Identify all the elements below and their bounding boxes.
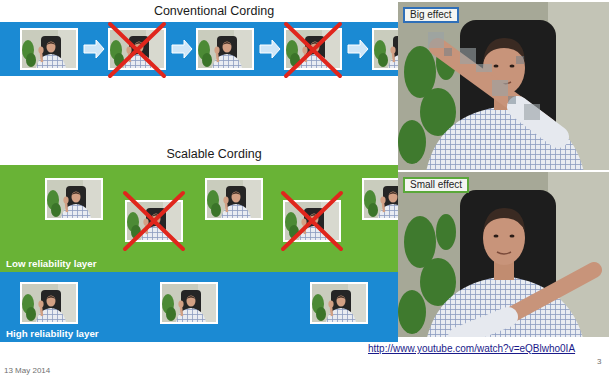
g-shape: [428, 32, 540, 120]
rect-shape: [460, 48, 476, 64]
page-number: 3: [597, 357, 601, 366]
panel-tag: Big effect: [403, 7, 459, 23]
source-link: http://www.youtube.com/watch?v=eQBlwho0I…: [368, 343, 575, 354]
layer-bands: [0, 22, 398, 342]
use-shape: [372, 28, 398, 70]
panel-tag: Small effect: [403, 177, 469, 193]
rect-shape: [476, 64, 492, 72]
path-shape: [84, 40, 104, 58]
rect-shape: [508, 96, 516, 104]
rect-shape: [492, 80, 508, 96]
rect-shape: [0, 165, 398, 272]
use-shape: [20, 282, 78, 324]
use-shape: [362, 178, 398, 220]
use-shape: [20, 28, 78, 70]
band-heading: Conventional Cording: [0, 3, 398, 19]
path-shape: [125, 193, 183, 249]
layer-label: Low reliability layer: [6, 257, 398, 270]
rect-shape: [0, 22, 398, 76]
g-shape: [444, 48, 524, 104]
path-shape: [458, 317, 508, 337]
layer-label: High reliability layer: [6, 327, 398, 340]
path-shape: [260, 40, 280, 58]
use-shape: [160, 282, 218, 324]
high-layer-band: High reliability layer: [0, 272, 398, 342]
rect-shape: [428, 32, 444, 48]
band-heading: Scalable Cording: [0, 146, 398, 162]
use-shape: [196, 28, 254, 70]
use-shape: [310, 282, 368, 324]
path-shape: [438, 47, 548, 127]
use-shape: [398, 172, 609, 350]
use-shape: [398, 2, 609, 180]
path-shape: [110, 24, 164, 76]
use-shape: [45, 178, 103, 220]
rect-shape: [524, 104, 540, 120]
rect-shape: [444, 48, 452, 56]
rect-shape: [516, 56, 524, 64]
rect-shape: [0, 272, 398, 342]
path-shape: [172, 40, 192, 58]
video-panel: Big effect: [398, 2, 609, 170]
small-effect-video: [398, 172, 609, 350]
video-frames: [20, 28, 398, 324]
big-effect-video: [398, 2, 609, 180]
low-layer-band: Scalable CordingLow reliability layer: [0, 165, 398, 272]
lost-frame-cross: [110, 24, 341, 249]
path-shape: [348, 40, 368, 58]
conventional-band: Conventional Cording: [0, 22, 398, 76]
video-panel: Small effect: [398, 172, 609, 337]
use-shape: [205, 178, 263, 220]
slide-date: 13 May 2014: [4, 366, 50, 375]
path-shape: [286, 24, 340, 76]
path-shape: [283, 193, 341, 249]
